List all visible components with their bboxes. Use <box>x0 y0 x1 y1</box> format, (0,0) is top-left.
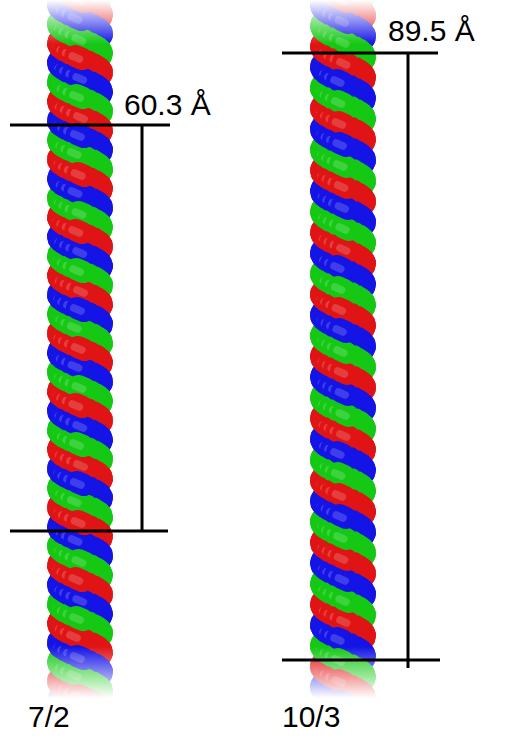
strand-highlight <box>71 326 78 329</box>
strand-highlight <box>71 500 78 503</box>
strand-highlight <box>75 347 82 350</box>
strand-highlight <box>76 77 83 80</box>
strand-highlight <box>75 734 82 737</box>
strand-highlight <box>73 617 80 620</box>
strand-highlight <box>72 404 79 407</box>
strand-highlight <box>75 0 82 2</box>
strand-highlight <box>75 38 82 41</box>
strand-highlight <box>72 17 79 20</box>
strand-highlight <box>76 425 83 428</box>
strand-highlight <box>72 365 79 368</box>
strand-highlight <box>74 134 81 137</box>
strand-highlight <box>73 269 80 272</box>
strand-highlight <box>75 560 82 563</box>
strand-highlight <box>77 464 84 467</box>
strand-highlight <box>77 116 84 119</box>
helix-7-2 <box>55 0 102 740</box>
strand-highlight <box>72 578 79 581</box>
strand-highlight <box>72 191 79 194</box>
strand-highlight <box>70 635 77 638</box>
strand-highlight <box>74 656 81 659</box>
strand-highlight <box>75 173 82 176</box>
strand-highlight <box>71 152 78 155</box>
strand-highlight <box>71 674 78 677</box>
strand-highlight <box>72 713 79 716</box>
strand-highlight <box>72 230 79 233</box>
strand-highlight <box>74 308 81 311</box>
strand-highlight <box>75 212 82 215</box>
strand-highlight <box>76 599 83 602</box>
strand-highlight <box>75 386 82 389</box>
strand-highlight <box>73 443 80 446</box>
strand-highlight <box>75 695 82 698</box>
strand-highlight <box>77 290 84 293</box>
strand-highlight <box>72 539 79 542</box>
strand-highlight <box>72 56 79 59</box>
strand-highlight <box>75 521 82 524</box>
strand-highlight <box>74 482 81 485</box>
strand-highlight <box>51 737 59 740</box>
strand-highlight <box>76 251 83 254</box>
strand-highlight <box>73 95 80 98</box>
helix-10-3 <box>318 0 365 740</box>
